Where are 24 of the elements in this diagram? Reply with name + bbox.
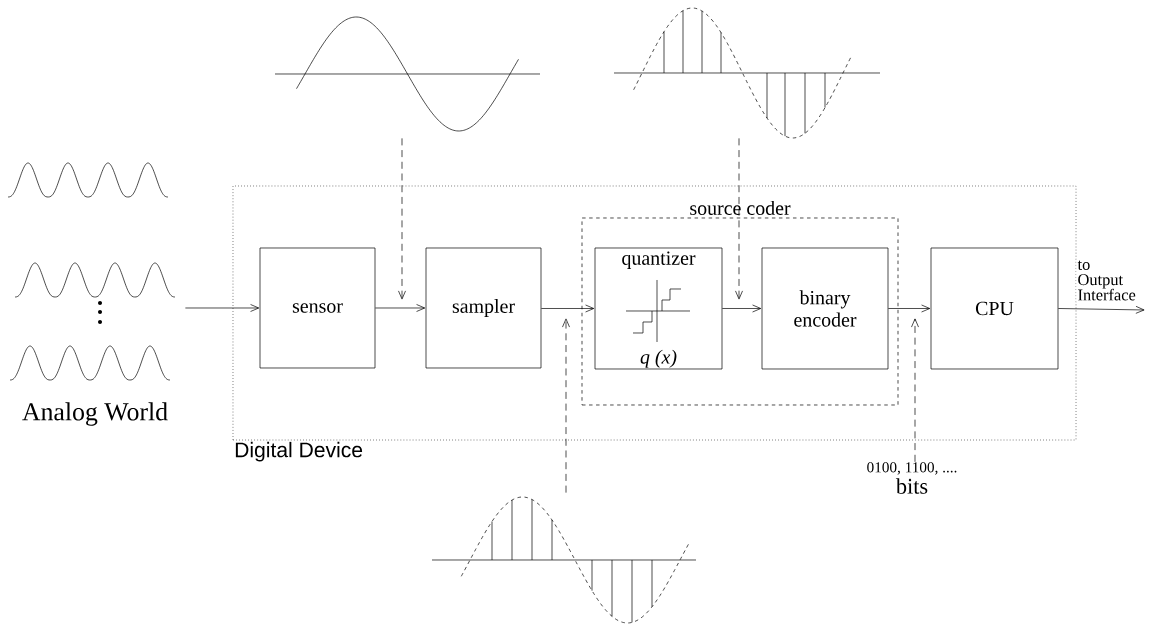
arrow <box>722 304 762 313</box>
process-box: CPU <box>930 247 1059 370</box>
process-box: sampler <box>425 247 542 369</box>
arrow <box>185 304 260 312</box>
dashed-arrow <box>735 138 743 300</box>
arrow <box>888 304 931 313</box>
dashed-arrow <box>562 318 570 493</box>
waveforms-drawing <box>7 162 176 381</box>
quantized-signal-drawing <box>613 7 881 139</box>
sine-wave-drawing <box>274 16 541 132</box>
dashed-arrow <box>911 318 919 463</box>
sampled-signal-drawing <box>431 496 697 624</box>
caption-text: Analog World <box>22 402 168 426</box>
node-label: source coder <box>690 200 791 215</box>
process-box: sensor <box>259 247 376 369</box>
arrow <box>541 304 595 313</box>
arrow <box>1058 305 1145 314</box>
dashed-arrow <box>398 138 406 300</box>
arrow <box>375 304 426 312</box>
node-label: Digital Device <box>235 441 363 462</box>
process-box: binary encoder <box>761 247 889 370</box>
bits-text: 0100, 1100, .... bits <box>867 462 957 494</box>
edge-label: to Output Interface <box>1076 259 1138 302</box>
quantizer-box: quantizer q (x) <box>594 247 723 370</box>
